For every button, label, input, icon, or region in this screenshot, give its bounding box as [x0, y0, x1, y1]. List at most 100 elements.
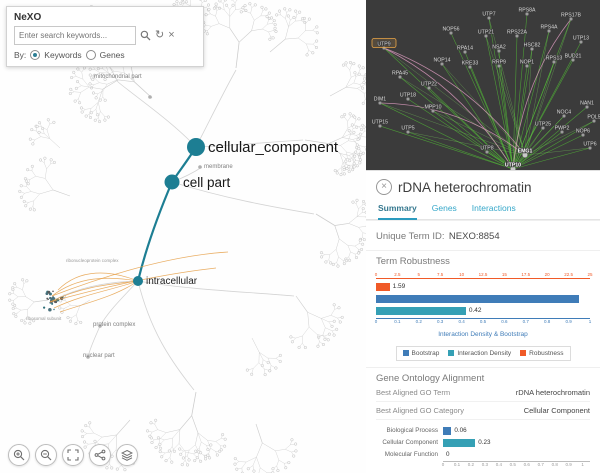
gene-node-RPS17B[interactable]: RPS17B [560, 12, 582, 20]
robustness-bar [376, 282, 390, 291]
radio-keywords-label[interactable]: Keywords [44, 50, 82, 60]
gene-node-RPS22A[interactable]: RPS22A [506, 29, 528, 37]
tree-node-label-protein-complex[interactable]: protein complex [93, 322, 136, 328]
gene-node-EMG1[interactable]: EMG1 [517, 148, 533, 156]
gene-node-UTP10[interactable]: UTP10 [504, 162, 522, 170]
radio-genes-label[interactable]: Genes [99, 50, 125, 60]
tree-node-cell-part[interactable] [164, 174, 180, 190]
go-alignment-section: Gene Ontology Alignment Best Aligned GO … [366, 367, 600, 473]
subnetwork-panel[interactable]: UTP7 RPS8A RPS17B NOP56 UTP21 RPS22A RPS4A UTP1… [366, 0, 600, 170]
refresh-icon[interactable]: ↻ [155, 29, 165, 41]
gene-node-NAN1[interactable]: NAN1 [579, 100, 595, 108]
tree-node-label-intracellular[interactable]: intracellular [146, 276, 198, 287]
tree-node-label-ribonucleoprotein-complex[interactable]: ribonucleoprotein complex [66, 258, 119, 263]
gene-node-UTP21[interactable]: UTP21 [477, 29, 495, 37]
tree-node-label-mitochondrial-part[interactable]: mitochondrial part [94, 74, 142, 80]
tree-node-cellular-component[interactable] [187, 138, 205, 156]
gene-node-RPA45[interactable]: RPA45 [391, 70, 409, 78]
network-edges [379, 13, 595, 170]
ontology-tree-canvas[interactable] [0, 0, 366, 473]
detail-tabs: Summary Genes Interactions [366, 200, 600, 220]
search-input[interactable] [14, 26, 136, 45]
gene-node-PWP2[interactable]: PWP2 [554, 125, 570, 133]
map-controls [8, 444, 138, 466]
robustness-heading: Term Robustness [376, 256, 450, 267]
gene-node-RPA14[interactable]: RPA14 [456, 45, 474, 53]
gene-node-UTP18[interactable]: UTP18 [399, 92, 417, 100]
tab-summary[interactable]: Summary [378, 200, 417, 220]
gene-node-UTP7[interactable]: UTP7 [482, 11, 497, 19]
gene-node-UTP15[interactable]: UTP15 [371, 119, 389, 127]
gene-node-RPS8A[interactable]: RPS8A [518, 7, 537, 15]
fit-to-screen-button[interactable] [62, 444, 84, 466]
gene-node-KRE33[interactable]: KRE33 [461, 60, 479, 68]
gene-node-UTP25[interactable]: UTP25 [534, 121, 552, 129]
gene-cluster[interactable] [43, 290, 64, 312]
clear-search-icon[interactable]: × [168, 29, 175, 41]
gene-node-NSA2[interactable]: NSA2 [491, 44, 506, 52]
gene-node-NOP6[interactable]: NOP6 [575, 128, 591, 136]
unique-term-id-value: NEXO:8854 [448, 231, 500, 242]
layers-button[interactable] [116, 444, 138, 466]
search-panel: NeXO ↻ × By: Keywords Genes [6, 6, 204, 67]
gene-node-UTP9[interactable]: UTP9 [377, 41, 392, 49]
network-nodes: UTP7 RPS8A RPS17B NOP56 UTP21 RPS22A RPS4A UTP1… [371, 7, 600, 170]
tree-connectors [57, 51, 315, 391]
gene-node-UTP22[interactable]: UTP22 [420, 81, 438, 89]
gene-node-RPS4A[interactable]: RPS4A [540, 24, 559, 32]
goa-heading: Gene Ontology Alignment [376, 373, 485, 384]
radio-genes[interactable] [85, 50, 96, 60]
close-icon[interactable]: × [376, 179, 392, 195]
app-title: NeXO [14, 12, 42, 23]
term-title: rDNA heterochromatin [398, 179, 532, 195]
tree-node-label-ribosomal-subunit[interactable]: ribosomal subunit [26, 316, 62, 321]
tree-node-label-cellular-component[interactable]: cellular_component [208, 139, 339, 156]
gene-node-BUD21[interactable]: BUD21 [564, 53, 582, 61]
bootstrap-bar [376, 294, 580, 303]
gene-node-NOP56[interactable]: NOP56 [442, 26, 461, 34]
gene-node-RPS13[interactable]: RPS13 [545, 55, 563, 63]
gene-node-UTP6[interactable]: UTP6 [583, 141, 598, 149]
zoom-in-button[interactable] [8, 444, 30, 466]
subnetwork-canvas[interactable]: UTP7 RPS8A RPS17B NOP56 UTP21 RPS22A RPS4A UTP1… [366, 0, 600, 170]
robustness-axis-label: Interaction Density & Bootstrap [438, 331, 528, 338]
tree-node-label-cell-part[interactable]: cell part [183, 175, 231, 190]
tab-interactions[interactable]: Interactions [471, 203, 516, 213]
gene-node-UTP5[interactable]: UTP5 [401, 125, 416, 133]
gene-node-DIM1[interactable]: DIM1 [373, 96, 387, 104]
tree-node-label-nuclear-part[interactable]: nuclear part [83, 353, 115, 359]
interaction-edges [49, 251, 229, 313]
gene-node-RRP9[interactable]: RRP9 [491, 59, 507, 67]
search-icon[interactable] [140, 30, 151, 41]
unique-term-id-label: Unique Term ID: [376, 231, 445, 242]
collapse-tree-button[interactable] [89, 444, 111, 466]
tree-node-intracellular[interactable] [133, 276, 143, 286]
interaction-density-bar [376, 306, 466, 315]
tree-node-label-membrane[interactable]: membrane [204, 164, 233, 170]
gene-node-UTP13[interactable]: UTP13 [572, 35, 590, 43]
zoom-out-button[interactable] [35, 444, 57, 466]
search-by-label: By: [14, 50, 27, 60]
gene-node-UTP8[interactable]: UTP8 [480, 145, 495, 153]
gene-node-NOC4[interactable]: NOC4 [556, 109, 572, 117]
gene-node-NOP1[interactable]: NOP1 [519, 59, 535, 67]
gene-node-MPP10[interactable]: MPP10 [424, 104, 443, 112]
gene-node-HSC82[interactable]: HSC82 [523, 42, 541, 50]
tab-genes[interactable]: Genes [431, 203, 457, 213]
gene-node-POL5[interactable]: POL5 [587, 114, 600, 122]
radio-keywords[interactable] [30, 50, 41, 60]
gene-node-NOP14[interactable]: NOP14 [433, 57, 452, 65]
